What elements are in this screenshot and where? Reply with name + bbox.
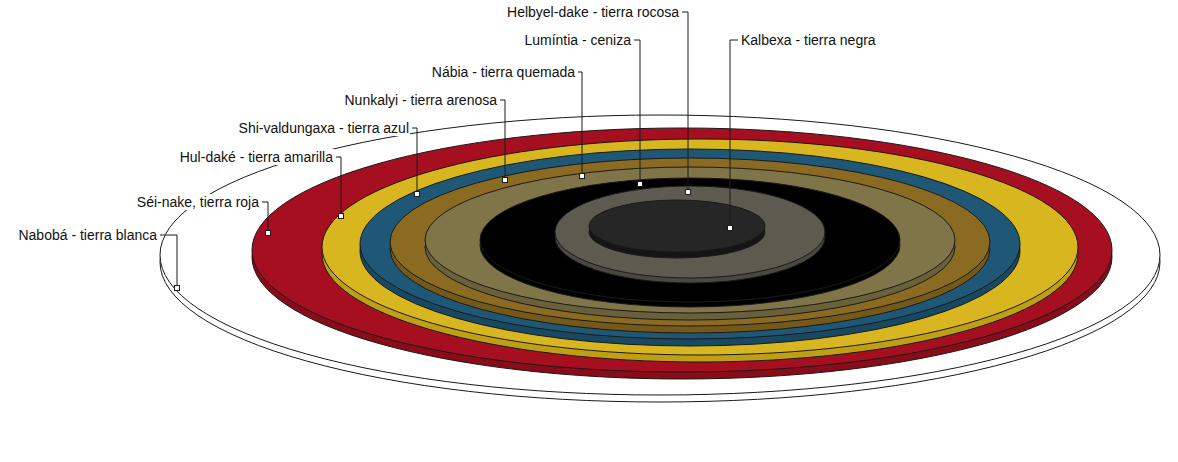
leader-line: [160, 235, 177, 285]
burnt-earth-disc: [425, 167, 955, 320]
layer-label: Kalbexa - tierra negra: [740, 32, 877, 48]
layer-label: Helbyel-dake - tierra rocosa: [506, 4, 680, 20]
marker: [503, 178, 508, 183]
layer-label: Séi-nake, tierra roja: [136, 194, 260, 210]
marker: [580, 174, 585, 179]
marker: [339, 214, 344, 219]
leader-line: [500, 100, 505, 177]
blue-earth-disc: [360, 149, 1020, 346]
marker: [415, 192, 420, 197]
layer-label: Nabobá - tierra blanca: [17, 227, 158, 243]
rocky-earth-disc: [555, 186, 825, 283]
sandy-earth-disc: [390, 158, 990, 333]
marker: [266, 231, 271, 236]
leader-line: [412, 128, 417, 191]
leader-line: [262, 202, 268, 230]
leader-line: [682, 12, 688, 189]
black-earth-disc: [589, 200, 765, 258]
leader-line: [730, 40, 738, 225]
marker: [175, 286, 180, 291]
leader-line: [336, 157, 341, 213]
leader-lines: [160, 12, 738, 285]
layer-label: Lumíntia - ceniza: [523, 32, 632, 48]
layer-label: Nábia - tierra quemada: [431, 64, 576, 80]
white-earth-disc: [160, 115, 1160, 402]
ash-disc: [480, 178, 900, 307]
red-earth-disc: [252, 128, 1112, 379]
layer-label: Nunkalyi - tierra arenosa: [343, 92, 498, 108]
leader-line: [578, 72, 582, 173]
yellow-earth-disc: [322, 139, 1078, 362]
marker: [638, 182, 643, 187]
markers: [175, 174, 733, 291]
marker: [728, 226, 733, 231]
layer-label: Hul-daké - tierra amarilla: [179, 149, 334, 165]
marker: [686, 190, 691, 195]
layer-label: Shi-valdungaxa - tierra azul: [238, 120, 410, 136]
leader-line: [634, 40, 640, 181]
